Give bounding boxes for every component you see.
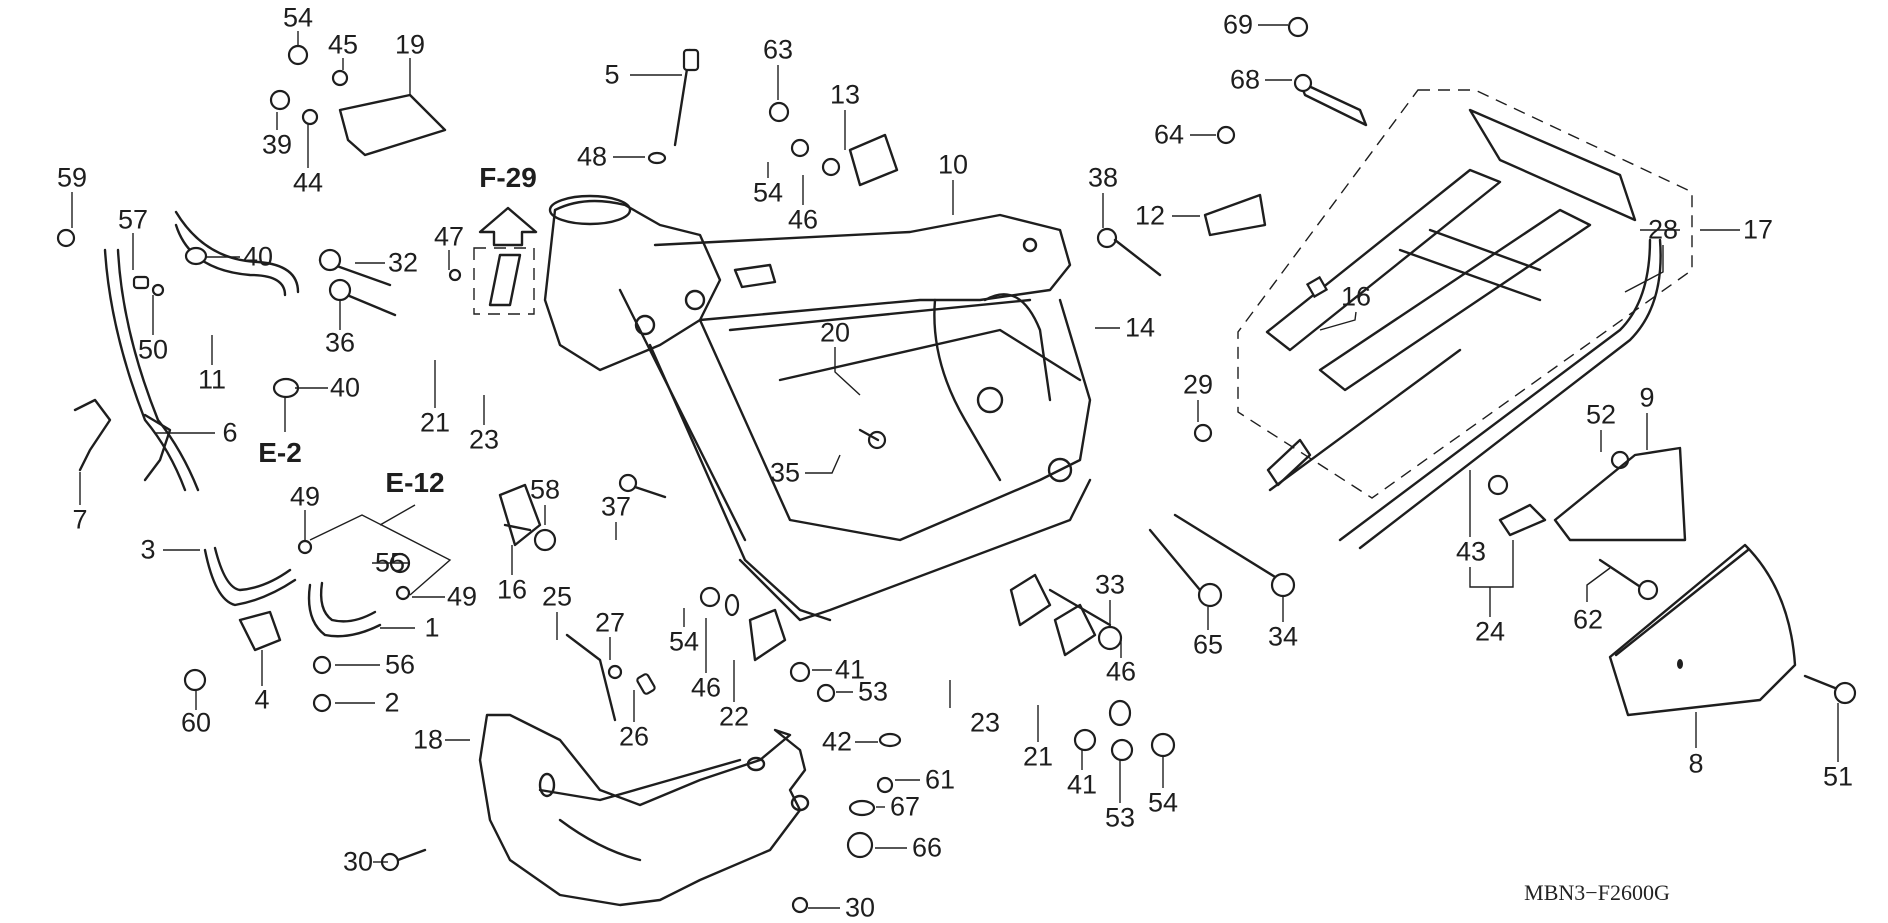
callout-37[interactable]: 37 <box>600 491 632 522</box>
callout-30[interactable]: 30 <box>844 892 876 923</box>
callout-50[interactable]: 50 <box>137 334 169 365</box>
callout-69[interactable]: 69 <box>1222 9 1254 40</box>
callout-43[interactable]: 43 <box>1455 536 1487 567</box>
skid-plate <box>478 713 810 907</box>
callout-21[interactable]: 21 <box>1022 741 1054 772</box>
callout-39[interactable]: 39 <box>261 129 293 160</box>
main-frame <box>543 194 1092 622</box>
callout-46[interactable]: 46 <box>690 672 722 703</box>
callout-53[interactable]: 53 <box>857 676 889 707</box>
callout-54[interactable]: 54 <box>752 177 784 208</box>
drawing-code: MBN3−F2600G <box>1524 880 1670 905</box>
callout-23[interactable]: 23 <box>468 424 500 455</box>
callout-45[interactable]: 45 <box>327 29 359 60</box>
callout-60[interactable]: 60 <box>180 707 212 738</box>
callout-36[interactable]: 36 <box>324 327 356 358</box>
callout-47[interactable]: 47 <box>433 221 465 252</box>
callout-53[interactable]: 53 <box>1104 802 1136 833</box>
callout-17[interactable]: 17 <box>1742 214 1774 245</box>
callout-23[interactable]: 23 <box>969 707 1001 738</box>
callout-57[interactable]: 57 <box>117 204 149 235</box>
callout-16[interactable]: 16 <box>496 574 528 605</box>
callout-54[interactable]: 54 <box>668 626 700 657</box>
callout-25[interactable]: 25 <box>541 581 573 612</box>
callout-46[interactable]: 46 <box>787 204 819 235</box>
callout-49[interactable]: 49 <box>446 581 478 612</box>
callout-32[interactable]: 32 <box>387 247 419 278</box>
callout-41[interactable]: 41 <box>834 654 866 685</box>
callout-18[interactable]: 18 <box>412 724 444 755</box>
callout-14[interactable]: 14 <box>1124 312 1156 343</box>
callout-58[interactable]: 58 <box>529 474 561 505</box>
callout-54[interactable]: 54 <box>282 2 314 33</box>
callout-46[interactable]: 46 <box>1105 656 1137 687</box>
callout-29[interactable]: 29 <box>1182 369 1214 400</box>
reference-e-2[interactable]: E-2 <box>258 437 302 468</box>
callout-62[interactable]: 62 <box>1572 604 1604 635</box>
callout-67[interactable]: 67 <box>889 791 921 822</box>
callout-61[interactable]: 61 <box>924 764 956 795</box>
reference-f-29[interactable]: F-29 <box>479 162 537 193</box>
reference-e-12[interactable]: E-12 <box>385 467 445 498</box>
callout-1[interactable]: 1 <box>424 612 440 643</box>
callout-55[interactable]: 55 <box>374 547 406 578</box>
callout-40[interactable]: 40 <box>329 372 361 403</box>
callout-3[interactable]: 3 <box>140 534 156 565</box>
callout-63[interactable]: 63 <box>762 34 794 65</box>
callout-59[interactable]: 59 <box>56 162 88 193</box>
callout-40[interactable]: 40 <box>242 241 274 272</box>
callout-20[interactable]: 20 <box>819 317 851 348</box>
callout-10[interactable]: 10 <box>937 149 969 180</box>
callout-48[interactable]: 48 <box>576 141 608 172</box>
callout-11[interactable]: 11 <box>197 364 227 395</box>
callout-38[interactable]: 38 <box>1087 162 1119 193</box>
callout-13[interactable]: 13 <box>829 79 861 110</box>
hoses <box>103 210 382 638</box>
callout-7[interactable]: 7 <box>72 504 88 535</box>
callout-2[interactable]: 2 <box>384 687 400 718</box>
callout-19[interactable]: 19 <box>394 29 426 60</box>
callout-41[interactable]: 41 <box>1066 769 1098 800</box>
callout-24[interactable]: 24 <box>1474 616 1506 647</box>
callout-26[interactable]: 26 <box>618 721 650 752</box>
callout-28[interactable]: 28 <box>1647 214 1679 245</box>
callout-42[interactable]: 42 <box>821 726 853 757</box>
callout-12[interactable]: 12 <box>1134 200 1166 231</box>
callout-27[interactable]: 27 <box>594 607 626 638</box>
side-cover <box>1608 543 1797 717</box>
callout-35[interactable]: 35 <box>769 457 801 488</box>
callout-66[interactable]: 66 <box>911 832 943 863</box>
callout-4[interactable]: 4 <box>254 684 270 715</box>
callout-54[interactable]: 54 <box>1147 787 1179 818</box>
callout-8[interactable]: 8 <box>1688 748 1704 779</box>
callout-68[interactable]: 68 <box>1229 64 1261 95</box>
f29-reference-arrow <box>473 206 538 315</box>
callout-22[interactable]: 22 <box>718 701 750 732</box>
callout-30[interactable]: 30 <box>342 846 374 877</box>
callout-51[interactable]: 51 <box>1822 761 1854 792</box>
callout-34[interactable]: 34 <box>1267 621 1299 652</box>
callout-64[interactable]: 64 <box>1153 119 1185 150</box>
callout-56[interactable]: 56 <box>384 649 416 680</box>
callout-6[interactable]: 6 <box>222 417 238 448</box>
callout-5[interactable]: 5 <box>604 59 620 90</box>
leader-lines <box>71 24 1839 909</box>
callout-9[interactable]: 9 <box>1639 382 1655 413</box>
subframe <box>1237 89 1693 550</box>
callout-21[interactable]: 21 <box>419 407 451 438</box>
callout-33[interactable]: 33 <box>1094 569 1126 600</box>
callout-49[interactable]: 49 <box>289 481 321 512</box>
fasteners <box>56 16 1857 914</box>
callout-65[interactable]: 65 <box>1192 629 1224 660</box>
callout-15[interactable]: 16 <box>1340 281 1372 312</box>
callout-52[interactable]: 52 <box>1585 399 1617 430</box>
callout-44[interactable]: 44 <box>292 167 324 198</box>
